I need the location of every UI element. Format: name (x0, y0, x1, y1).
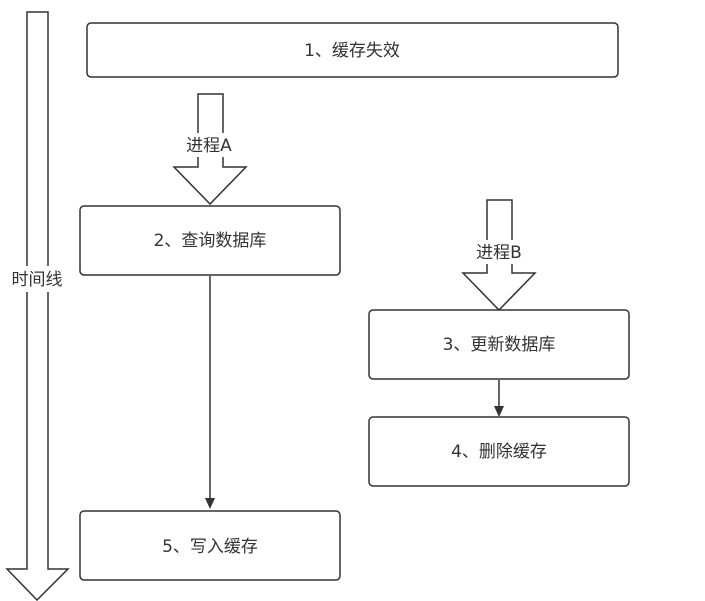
process-b-label-bg (468, 240, 530, 264)
step-3-label: 3、更新数据库 (443, 335, 556, 355)
connector-3-to-4-head (494, 406, 504, 417)
timeline-arrow (5, 11, 70, 601)
step-4-label: 4、删除缓存 (451, 442, 547, 462)
step-2-label: 2、查询数据库 (154, 231, 267, 251)
step-4-box: 4、删除缓存 (368, 416, 630, 487)
timeline-label: 时间线 (12, 270, 63, 290)
step-2-box: 2、查询数据库 (79, 205, 341, 276)
step-5-box: 5、写入缓存 (79, 510, 341, 581)
timeline-label-bg (5, 266, 69, 292)
process-a-label: 进程A (186, 136, 232, 156)
step-5-label: 5、写入缓存 (162, 537, 258, 557)
step-1-label: 1、缓存失效 (304, 41, 400, 61)
process-a-label-bg (180, 133, 238, 157)
process-b-label: 进程B (476, 243, 522, 263)
step-1-box: 1、缓存失效 (86, 22, 619, 78)
connector-2-to-5-head (205, 498, 215, 509)
step-3-box: 3、更新数据库 (368, 309, 630, 380)
